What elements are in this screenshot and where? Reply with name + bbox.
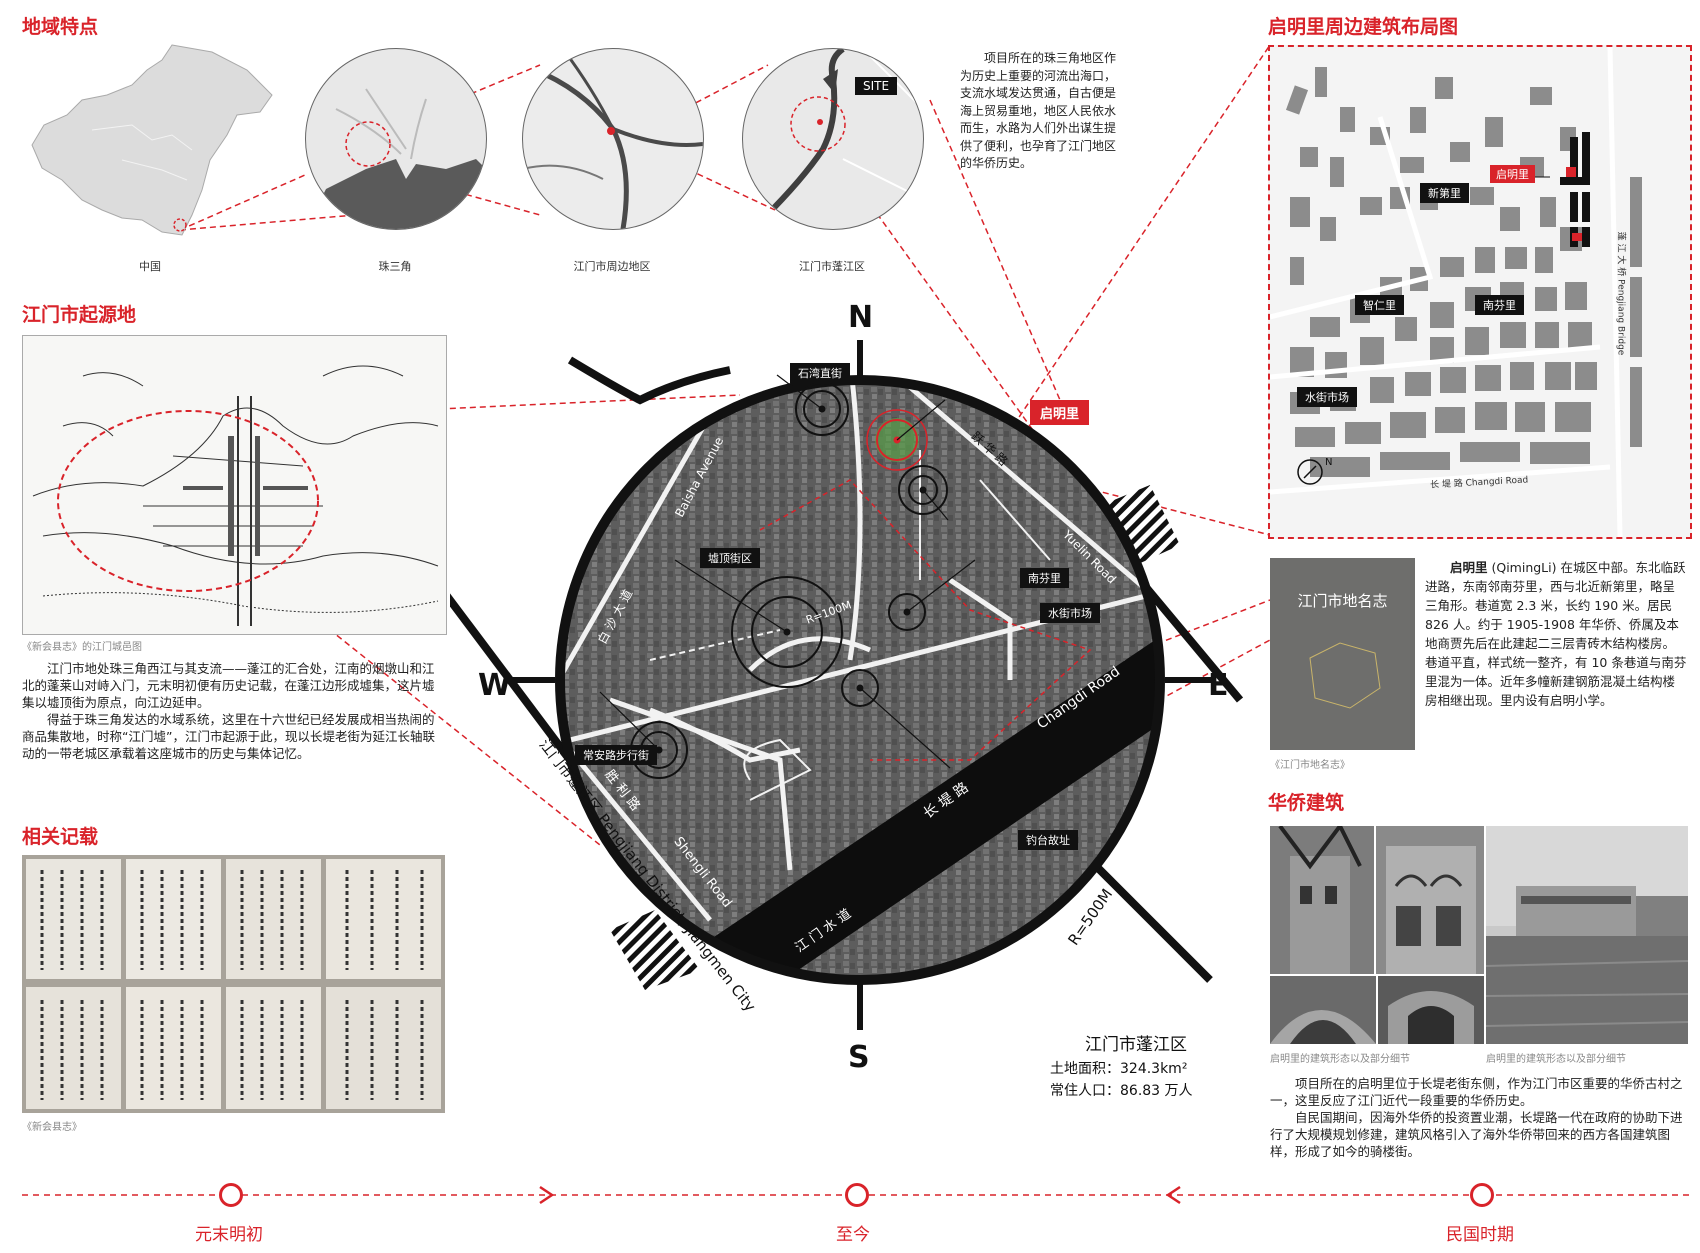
svg-text:N: N [1325,457,1332,468]
overseas-caption-1: 启明里的建筑形态以及部分细节 [1270,1054,1410,1065]
book-cover-motif [1309,642,1381,709]
overseas-para-1: 项目所在的启明里位于长堤老街东侧，作为江门市区重要的华侨古村之一，这里反应了江门… [1270,1076,1683,1108]
section-title-layout: 启明里周边建筑布局图 [1268,16,1459,38]
section-title-records: 相关记载 [22,826,99,848]
timeline-dot-left [219,1183,243,1207]
overseas-paragraph: 项目所在的启明里位于长堤老街东侧，作为江门市区重要的华侨古村之一，这里反应了江门… [1270,1075,1688,1160]
old-city-map-drawing [32,365,439,626]
records-photo [22,855,445,1113]
jiangmen-area-rivers [523,49,703,229]
layout-label-xindi: 新第里 [1420,183,1469,203]
layout-map: N 启明里 新第里 智仁里 南芬里 水街市场 长 堤 路 Changdi Roa… [1268,45,1692,539]
overseas-photo-tree [1270,826,1374,974]
district-title: 江门市蓬江区 [1085,1035,1187,1055]
old-map-caption: 《新会县志》的江门城邑图 [22,642,142,653]
book-description-title: 启明里 [1450,560,1488,575]
timeline-dot-right [1470,1183,1494,1207]
intro-text: 项目所在的珠三角地区作为历史上重要的河流出海口，支流水域发达贯通，自古便是海上贸… [960,51,1117,170]
overseas-photo-tree-drawing [1278,826,1362,974]
layout-label-qimingli: 启明里 [1490,165,1535,183]
layout-label-nanfen: 南芬里 [1475,295,1524,315]
map-circle-prd [305,48,487,230]
layout-map-drawing: N [1270,47,1642,537]
section-title-overseas: 华侨建筑 [1268,792,1345,814]
label-qimingli: 启明里 [1030,400,1090,425]
label-shiwan: 石湾直街 [790,363,850,383]
timeline-dot-middle [845,1183,869,1207]
map-circle-jiangmen-area [522,48,704,230]
china-map [31,44,273,236]
section-title-regional: 地域特点 [22,16,99,38]
records-caption: 《新会县志》 [22,1122,82,1133]
overseas-photo-facade [1376,826,1484,974]
label-xuding: 墟顶街区 [700,548,760,568]
compass-north: N [848,300,874,335]
overseas-photo-waterfront [1486,826,1688,1044]
timeline [22,1185,1690,1205]
records-books [26,859,441,1109]
prd-water [306,88,486,229]
caption-jiangmen-area: 江门市周边地区 [573,260,651,273]
book-caption: 《江门市地名志》 [1270,760,1350,771]
district-area: 土地面积：324.3km² [1050,1061,1188,1077]
overseas-photo-arch-drawing [1388,991,1474,1044]
layout-road-side: 蓬 江 大 桥 Pengjiang Bridge [1615,231,1626,356]
overseas-photo-bridge-drawing [1270,1010,1376,1044]
label-changan: 常安路步行街 [575,745,657,765]
overseas-photo-bridge [1270,976,1376,1044]
label-nanfenli: 南芬里 [1020,568,1069,588]
intro-paragraph: 项目所在的珠三角地区作为历史上重要的河流出海口，支流水域发达贯通，自古便是海上贸… [960,50,1116,173]
section-title-origin: 江门市起源地 [22,304,137,326]
label-diaotai: 钓台故址 [1018,830,1078,850]
book-cover-title: 江门市地名志 [1297,592,1388,610]
map-circle-pengjiang: SITE [742,48,924,230]
origin-para-1: 江门市地处珠三角西江与其支流——蓬江的汇合处，江南的烟墩山和江北的蓬莱山对峙入门… [22,661,435,710]
overseas-photo-waterfront-drawing [1486,826,1688,1044]
layout-label-shuijie: 水街市场 [1297,387,1357,407]
overseas-caption-2: 启明里的建筑形态以及部分细节 [1486,1054,1626,1065]
caption-china: 中国 [139,260,161,273]
timeline-label-right: 民国时期 [1446,1225,1514,1245]
site-map [450,340,1244,1030]
overseas-photo-facade-drawing [1386,846,1476,974]
caption-prd: 珠三角 [378,260,412,273]
district-population: 常住人口：86.83 万人 [1050,1083,1193,1099]
book-description-body: (QimingLi) 在城区中部。东北临跃进路，东南邻南芬里，西与北近新第里，略… [1425,560,1687,708]
origin-para-2: 得益于珠三角发达的水域系统，这里在十六世纪已经发展成相当热闹的商品集散地，时称“… [22,712,435,761]
origin-paragraph: 江门市地处珠三角西江与其支流——蓬江的汇合处，江南的烟墩山和江北的蓬莱山对峙入门… [22,660,445,762]
timeline-label-left: 元末明初 [195,1225,263,1245]
compass-south: S [848,1040,870,1075]
layout-label-zhiren: 智仁里 [1355,295,1404,315]
book-cover: 江门市地名志 [1270,558,1415,750]
book-description: 启明里 (QimingLi) 在城区中部。东北临跃进路，东南邻南芬里，西与北近新… [1425,558,1687,710]
site-tag: SITE [855,77,898,95]
label-shuijie: 水街市场 [1040,603,1100,623]
overseas-photo-arch [1378,976,1484,1044]
timeline-label-middle: 至今 [836,1225,870,1245]
caption-pengjiang: 江门市蓬江区 [799,260,865,273]
old-city-map [22,335,447,635]
overseas-para-2: 自民国期间，因海外华侨的投资置业潮，长堤路一代在政府的协助下进行了大规模规划修建… [1270,1110,1683,1159]
pengjiang-rivers [760,49,923,222]
